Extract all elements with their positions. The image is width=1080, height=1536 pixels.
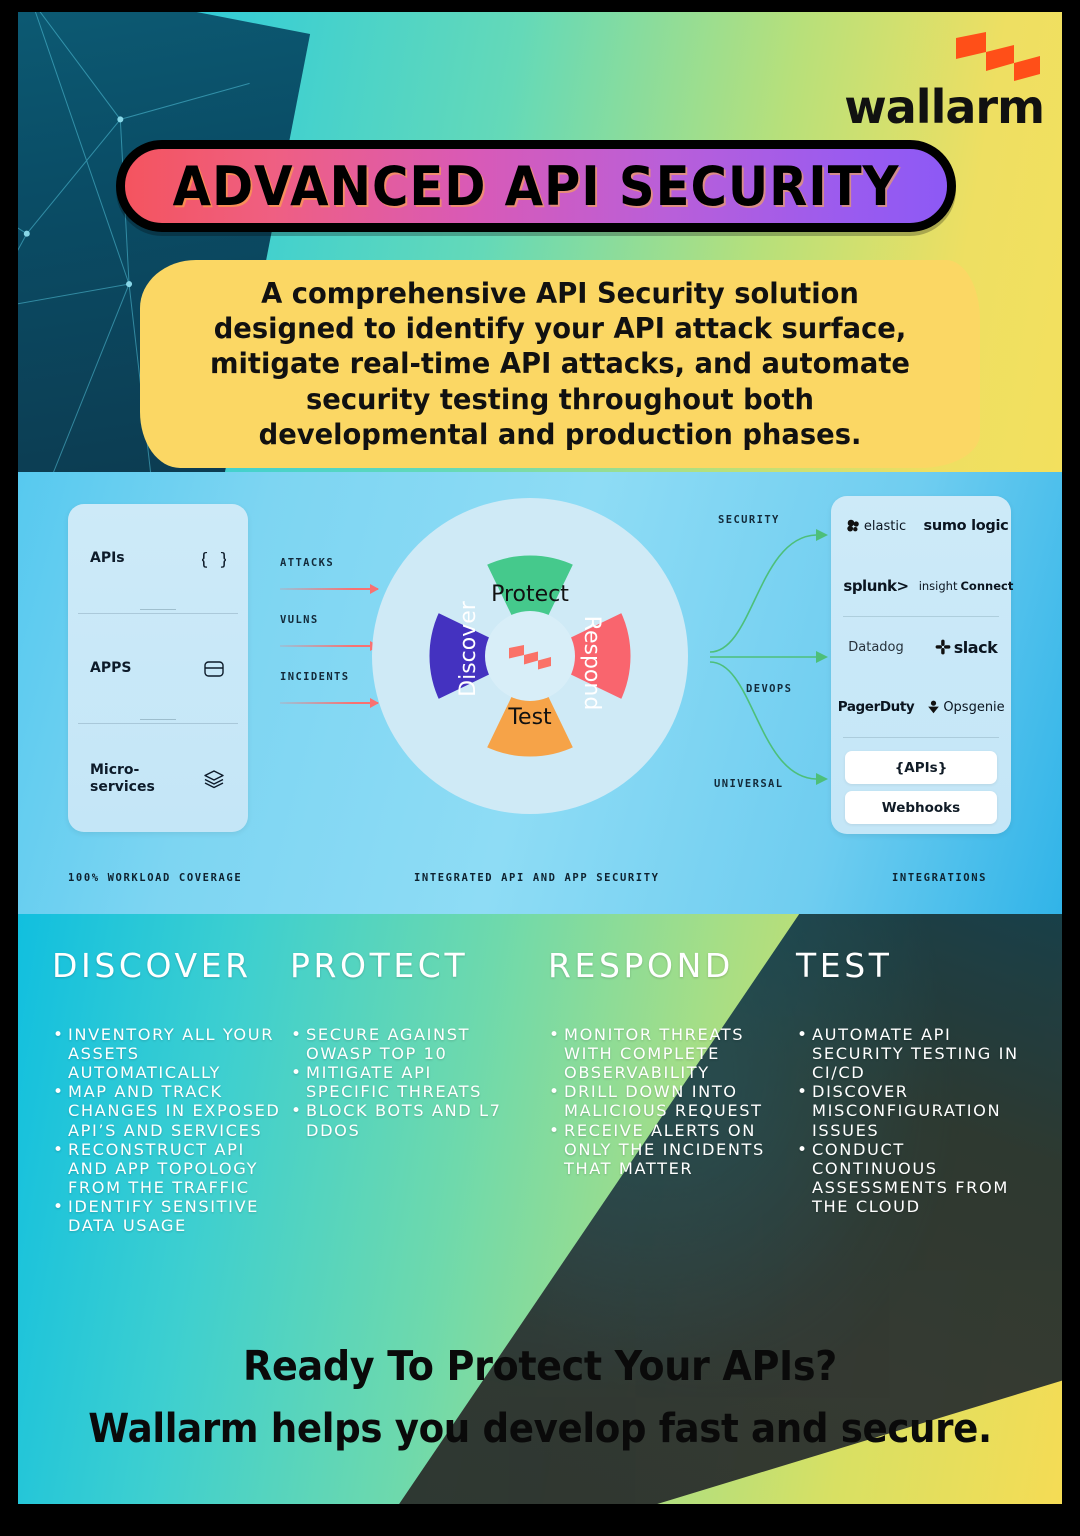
divider [78, 609, 238, 614]
feature-bullets: INVENTORY ALL YOUR ASSETS AUTOMATICALLY … [52, 1025, 282, 1235]
layers-icon [204, 769, 224, 788]
wheel-label-test: Test [507, 705, 552, 730]
poster-canvas: wallarm ADVANCED API SECURITY A comprehe… [18, 12, 1062, 1504]
integrations-devops-group: Datadog sla [831, 617, 1011, 737]
wallarm-bolt-logo-icon [956, 32, 1040, 81]
wheel-label-protect: Protect [491, 582, 569, 607]
caption-integrations: INTEGRATIONS [892, 872, 988, 884]
feature-title: DISCOVER [52, 946, 252, 985]
caption-workload: 100% WORKLOAD COVERAGE [68, 872, 243, 884]
list-item: IDENTIFY SENSITIVE DATA USAGE [53, 1197, 282, 1235]
description-callout: A comprehensive API Security solution de… [140, 260, 980, 468]
slack-icon [935, 639, 951, 655]
integration-label: Datadog [848, 639, 904, 655]
flow-label-security: SECURITY [718, 514, 780, 526]
list-item: RECEIVE ALERTS ON ONLY THE INCIDENTS THA… [549, 1121, 768, 1178]
list-item: MAP AND TRACK CHANGES IN EXPOSED API’S A… [53, 1082, 282, 1139]
divider [843, 616, 999, 617]
list-item: AUTOMATE API SECURITY TESTING IN CI/CD [797, 1025, 1036, 1082]
workload-row-apis: APIs { } [68, 504, 248, 613]
cta-line-2: Wallarm helps you develop fast and secur… [88, 1406, 992, 1452]
integration-label: slack [953, 637, 998, 657]
features-section: DISCOVER INVENTORY ALL YOUR ASSETS AUTOM… [18, 914, 1062, 1504]
integration-flow-arrows [709, 529, 828, 785]
call-to-action: Ready To Protect Your APIs? Wallarm help… [18, 1342, 1062, 1452]
workload-label: APPS [90, 660, 132, 677]
flow-label-attacks: ATTACKS [280, 557, 335, 569]
caption-wheel: INTEGRATED API AND APP SECURITY [414, 872, 660, 884]
window-icon [204, 660, 224, 677]
braces-icon: { } [202, 550, 226, 570]
integration-label: Opsgenie [943, 699, 1005, 715]
integration-pagerduty: PagerDuty [831, 677, 921, 737]
integration-splunk: splunk> [831, 556, 921, 616]
security-lifecycle-wheel: Protect Respond Test Discover [372, 498, 688, 814]
description-text: A comprehensive API Security solution de… [210, 277, 910, 451]
flow-label-universal: UNIVERSAL [714, 778, 784, 790]
header-section: wallarm ADVANCED API SECURITY A comprehe… [18, 12, 1062, 643]
list-item: SECURE AGAINST OWASP TOP 10 [291, 1025, 515, 1063]
list-item: RECONSTRUCT API AND APP TOPOLOGY FROM TH… [53, 1140, 282, 1197]
wheel-label-discover: Discover [456, 600, 481, 697]
feature-bullets: SECURE AGAINST OWASP TOP 10 MITIGATE API… [290, 1025, 515, 1140]
feature-bullets: MONITOR THREATS WITH COMPLETE OBSERVABIL… [548, 1025, 768, 1178]
integration-label: splunk> [843, 577, 909, 595]
workload-row-apps: APPS [68, 614, 248, 723]
brand-logo: wallarm [844, 30, 1045, 134]
elastic-icon [847, 519, 859, 532]
divider [843, 737, 999, 738]
feature-bullets: AUTOMATE API SECURITY TESTING IN CI/CD D… [796, 1025, 1036, 1216]
workload-coverage-card: APIs { } APPS Micro- services [68, 504, 248, 832]
page-title-text: ADVANCED API SECURITY [172, 154, 900, 218]
list-item: BLOCK BOTS AND L7 DDOS [291, 1101, 515, 1139]
integration-webhooks-button[interactable]: Webhooks [845, 791, 997, 824]
brand-name: wallarm [844, 80, 1045, 134]
integration-label: sumo logic [923, 518, 1009, 534]
architecture-diagram: APIs { } APPS Micro- services [18, 472, 1062, 914]
integration-label: PagerDuty [837, 699, 915, 715]
integration-datadog: Datadog [831, 617, 921, 677]
integration-label: elastic [863, 518, 907, 534]
wheel-label-respond: Respond [579, 616, 604, 711]
page-title: ADVANCED API SECURITY [116, 140, 956, 232]
integration-opsgenie: Opsgenie [921, 677, 1011, 737]
flow-label-vulns: VULNS [280, 614, 319, 626]
workload-row-microservices: Micro- services [68, 724, 248, 833]
list-item: MITIGATE API SPECIFIC THREATS [291, 1063, 515, 1101]
workload-label: Micro- services [90, 762, 155, 795]
feature-column-test: TEST AUTOMATE API SECURITY TESTING IN CI… [796, 946, 1036, 1216]
integration-sumologic: sumo logic [921, 496, 1011, 556]
feature-columns: DISCOVER INVENTORY ALL YOUR ASSETS AUTOM… [18, 914, 1062, 1504]
wallarm-bolt-logo-icon [509, 645, 551, 670]
workload-label: APIs [90, 550, 125, 567]
list-item: DISCOVER MISCONFIGURATION ISSUES [797, 1082, 1036, 1139]
feature-title: RESPOND [548, 946, 734, 985]
flow-label-devops: DEVOPS [746, 683, 793, 695]
list-item: MONITOR THREATS WITH COMPLETE OBSERVABIL… [549, 1025, 768, 1082]
incidents-arrow-icon [280, 698, 379, 708]
feature-title: PROTECT [290, 946, 469, 985]
list-item: DRILL DOWN INTO MALICIOUS REQUEST [549, 1082, 768, 1120]
feature-column-protect: PROTECT SECURE AGAINST OWASP TOP 10 MITI… [290, 946, 515, 1140]
flow-label-incidents: INCIDENTS [280, 671, 350, 683]
feature-column-discover: DISCOVER INVENTORY ALL YOUR ASSETS AUTOM… [52, 946, 282, 1235]
integration-elastic: elastic [831, 496, 921, 556]
list-item: INVENTORY ALL YOUR ASSETS AUTOMATICALLY [53, 1025, 282, 1082]
vulns-arrow-icon [280, 641, 379, 651]
divider [78, 719, 238, 724]
integration-apis-button[interactable]: {APIs} [845, 751, 997, 784]
integration-label-light: insight [918, 579, 958, 593]
opsgenie-icon [928, 700, 940, 714]
list-item: CONDUCT CONTINUOUS ASSESSMENTS FROM THE … [797, 1140, 1036, 1216]
feature-title: TEST [796, 946, 893, 985]
cta-line-1: Ready To Protect Your APIs? [243, 1342, 837, 1390]
svg-text:{ }: { } [202, 550, 226, 570]
attacks-arrow-icon [280, 584, 379, 594]
feature-column-respond: RESPOND MONITOR THREATS WITH COMPLETE OB… [548, 946, 768, 1178]
integration-slack: slack [921, 617, 1011, 677]
integration-label-bold: Connect [960, 579, 1014, 593]
